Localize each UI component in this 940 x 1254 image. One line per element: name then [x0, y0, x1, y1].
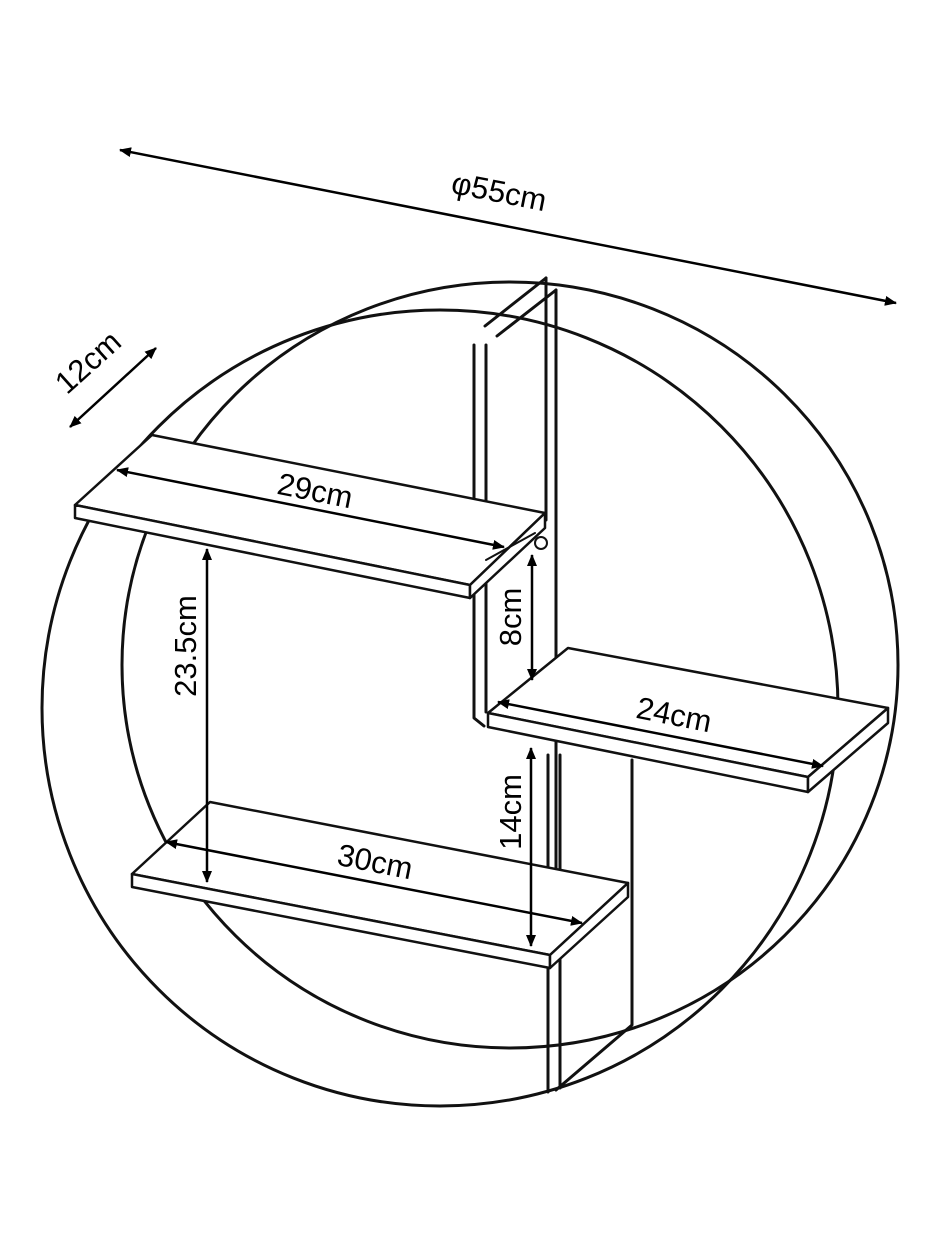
bracket-detail [485, 532, 548, 561]
left-gap-height-label: 23.5cm [168, 595, 203, 697]
upper-gap-height-label: 8cm [493, 588, 528, 647]
depth-dimension-line [69, 347, 157, 428]
lower-gap-height-label: 14cm [493, 774, 528, 850]
diameter-label: φ55cm [449, 165, 550, 218]
middle-shelf-dimension-line [497, 699, 824, 769]
bottom-shelf-dimension-line [165, 839, 583, 926]
depth-label: 12cm [48, 324, 128, 401]
top-shelf-dimension-line [116, 467, 505, 550]
diameter-dimension-line [119, 147, 897, 306]
